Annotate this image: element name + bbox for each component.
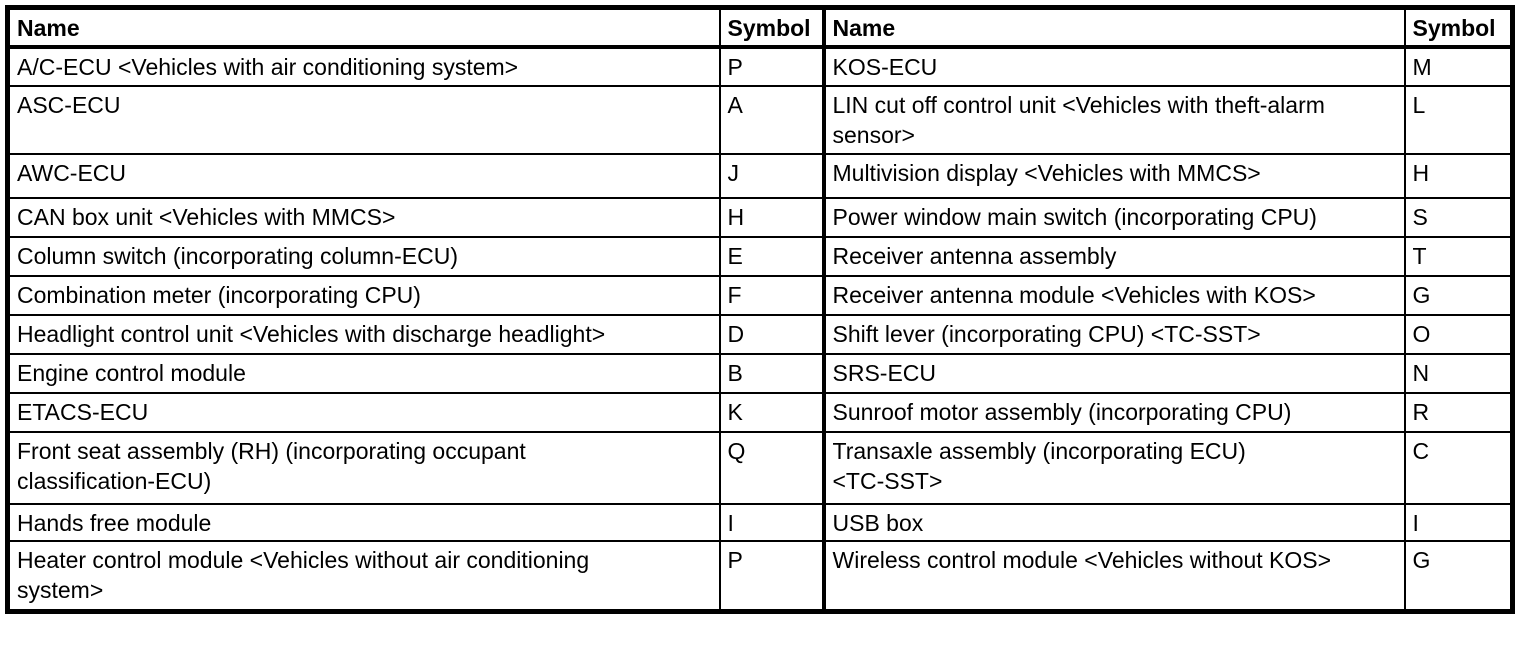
symbol-cell: T [1403, 236, 1514, 277]
name-cell: Receiver antenna module <Vehicles with K… [821, 275, 1406, 316]
name-cell: LIN cut off control unit <Vehicles with … [821, 85, 1406, 155]
name-cell: Hands free module [6, 503, 721, 542]
name-cell: A/C-ECU <Vehicles with air conditioning … [6, 46, 721, 87]
name-cell: Wireless control module <Vehicles withou… [821, 540, 1406, 612]
name-cell: Headlight control unit <Vehicles with di… [6, 314, 721, 355]
symbol-cell: Q [718, 431, 825, 505]
symbol-cell: E [718, 236, 825, 277]
name-cell: Front seat assembly (RH) (incorporating … [6, 431, 721, 505]
symbol-header-left: Symbol [718, 6, 825, 49]
table-row: ETACS-ECU K Sunroof motor assembly (inco… [6, 392, 1514, 433]
name-cell: ASC-ECU [6, 85, 721, 155]
name-cell: Column switch (incorporating column-ECU) [6, 236, 721, 277]
table-row: Heater control module <Vehicles without … [6, 540, 1514, 612]
name-cell: SRS-ECU [821, 353, 1406, 394]
symbol-cell: J [718, 153, 825, 199]
symbol-cell: S [1403, 197, 1514, 238]
name-header-right: Name [821, 6, 1406, 49]
name-cell: Heater control module <Vehicles without … [6, 540, 721, 612]
name-cell: Shift lever (incorporating CPU) <TC-SST> [821, 314, 1406, 355]
table-row: A/C-ECU <Vehicles with air conditioning … [6, 46, 1514, 87]
symbol-cell: F [718, 275, 825, 316]
symbol-cell: I [1403, 503, 1514, 542]
symbol-cell: N [1403, 353, 1514, 394]
table-row: AWC-ECU J Multivision display <Vehicles … [6, 153, 1514, 199]
table-row: Hands free module I USB box I [6, 503, 1514, 542]
table-row: Headlight control unit <Vehicles with di… [6, 314, 1514, 355]
name-cell: USB box [821, 503, 1406, 542]
table-row: Engine control module B SRS-ECU N [6, 353, 1514, 394]
symbol-cell: O [1403, 314, 1514, 355]
name-cell: CAN box unit <Vehicles with MMCS> [6, 197, 721, 238]
table-row: ASC-ECU A LIN cut off control unit <Vehi… [6, 85, 1514, 155]
symbol-cell: H [718, 197, 825, 238]
symbol-cell: P [718, 540, 825, 612]
table-row: Front seat assembly (RH) (incorporating … [6, 431, 1514, 505]
table-header-row: Name Symbol Name Symbol [6, 6, 1514, 49]
symbol-header-right: Symbol [1403, 6, 1514, 49]
symbol-cell: D [718, 314, 825, 355]
name-cell: Transaxle assembly (incorporating ECU) <… [821, 431, 1406, 505]
name-cell: Receiver antenna assembly [821, 236, 1406, 277]
name-cell: Engine control module [6, 353, 721, 394]
symbol-cell: B [718, 353, 825, 394]
symbol-cell: P [718, 46, 825, 87]
name-cell: Multivision display <Vehicles with MMCS> [821, 153, 1406, 199]
name-cell: Power window main switch (incorporating … [821, 197, 1406, 238]
symbol-cell: R [1403, 392, 1514, 433]
symbol-cell: M [1403, 46, 1514, 87]
symbol-cell: K [718, 392, 825, 433]
name-cell: AWC-ECU [6, 153, 721, 199]
table-row: Column switch (incorporating column-ECU)… [6, 236, 1514, 277]
symbol-cell: L [1403, 85, 1514, 155]
symbol-cell: G [1403, 540, 1514, 612]
name-cell: Combination meter (incorporating CPU) [6, 275, 721, 316]
name-cell: Sunroof motor assembly (incorporating CP… [821, 392, 1406, 433]
symbol-cell: H [1403, 153, 1514, 199]
name-header-left: Name [6, 6, 721, 49]
ecu-symbol-table: Name Symbol Name Symbol A/C-ECU <Vehicle… [5, 5, 1515, 614]
name-cell: ETACS-ECU [6, 392, 721, 433]
name-cell: KOS-ECU [821, 46, 1406, 87]
table-row: CAN box unit <Vehicles with MMCS> H Powe… [6, 197, 1514, 238]
symbol-cell: A [718, 85, 825, 155]
symbol-cell: I [718, 503, 825, 542]
symbol-cell: C [1403, 431, 1514, 505]
table-row: Combination meter (incorporating CPU) F … [6, 275, 1514, 316]
symbol-cell: G [1403, 275, 1514, 316]
